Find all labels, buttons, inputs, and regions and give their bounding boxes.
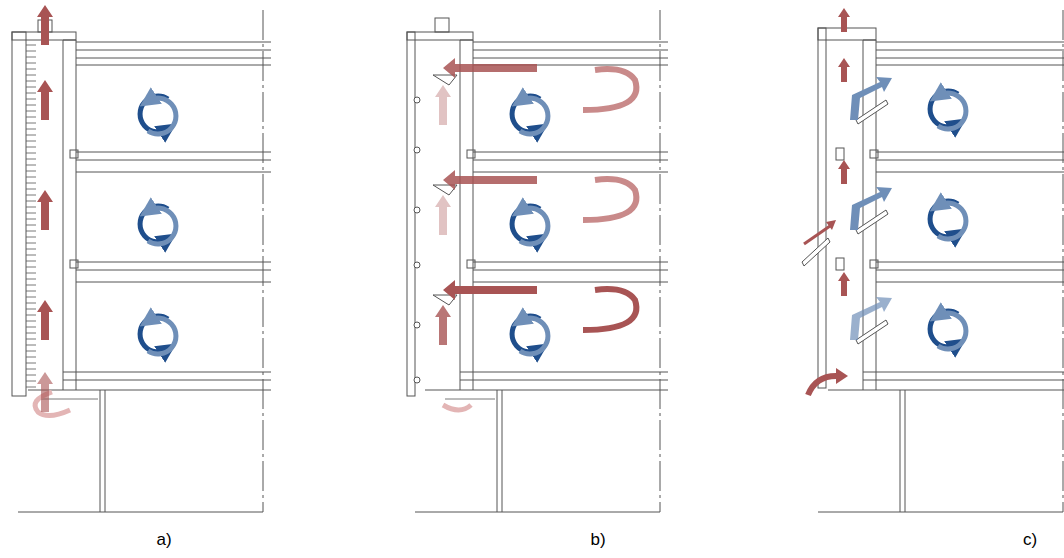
panel-label: b) — [590, 530, 605, 550]
panel-label: a) — [156, 530, 171, 550]
panel-label: c) — [1023, 530, 1037, 550]
